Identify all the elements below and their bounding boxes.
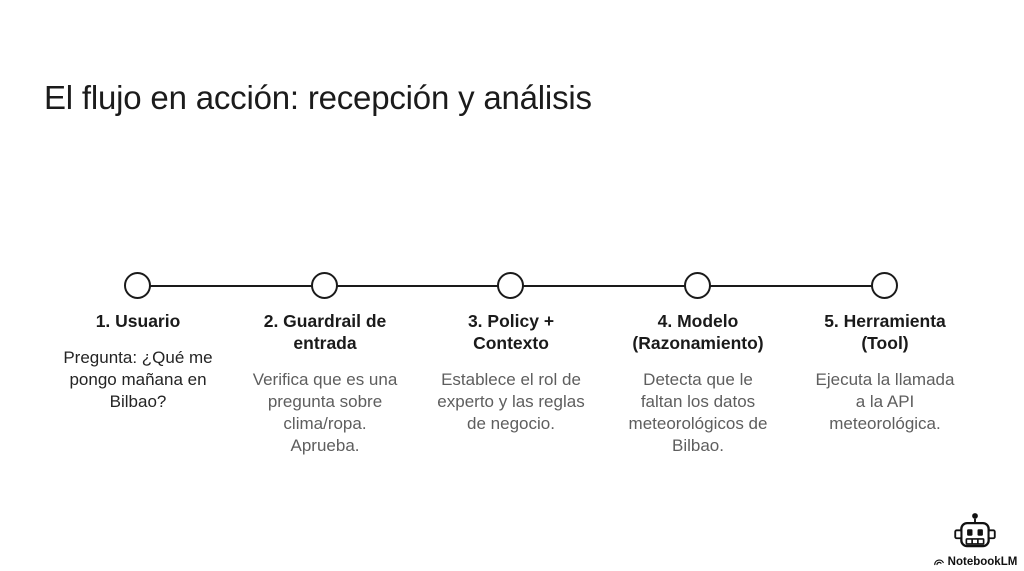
page-title: El flujo en acción: recepción y análisis <box>44 79 592 117</box>
timeline-node-2 <box>311 272 338 299</box>
robot-icon <box>952 511 998 554</box>
notebooklm-wordmark-row: NotebookLM <box>933 556 1018 568</box>
timeline-node-5 <box>871 272 898 299</box>
step-body: Detecta que le faltan los datos meteorol… <box>628 370 768 455</box>
step-heading: 4. Modelo (Razonamiento) <box>632 311 764 353</box>
step-body: Establece el rol de experto y las reglas… <box>437 370 585 433</box>
branding-block: NotebookLM <box>932 511 1018 568</box>
timeline-node-1 <box>124 272 151 299</box>
step-column-usuario: 1. Usuario Pregunta: ¿Qué me pongo mañan… <box>45 310 231 413</box>
step-heading: 5. Herramienta (Tool) <box>824 311 946 353</box>
step-heading: 1. Usuario <box>95 311 181 331</box>
step-body: Pregunta: ¿Qué me pongo mañana en Bilbao… <box>63 348 213 411</box>
step-body: Verifica que es una pregunta sobre clima… <box>252 370 398 455</box>
timeline-node-3 <box>497 272 524 299</box>
step-column-herramienta: 5. Herramienta (Tool) Ejecuta la llamada… <box>792 310 978 435</box>
step-heading: 3. Policy + Contexto <box>467 311 555 353</box>
timeline-node-4 <box>684 272 711 299</box>
notebooklm-wordmark: NotebookLM <box>947 556 1018 568</box>
notebooklm-logo-icon <box>933 556 945 568</box>
step-column-policy-contexto: 3. Policy + Contexto Establece el rol de… <box>418 310 604 435</box>
step-column-modelo: 4. Modelo (Razonamiento) Detecta que le … <box>605 310 791 457</box>
step-column-guardrail: 2. Guardrail de entrada Verifica que es … <box>232 310 418 457</box>
step-body: Ejecuta la llamada a la API meteorológic… <box>815 370 955 433</box>
step-heading: 2. Guardrail de entrada <box>263 311 387 353</box>
